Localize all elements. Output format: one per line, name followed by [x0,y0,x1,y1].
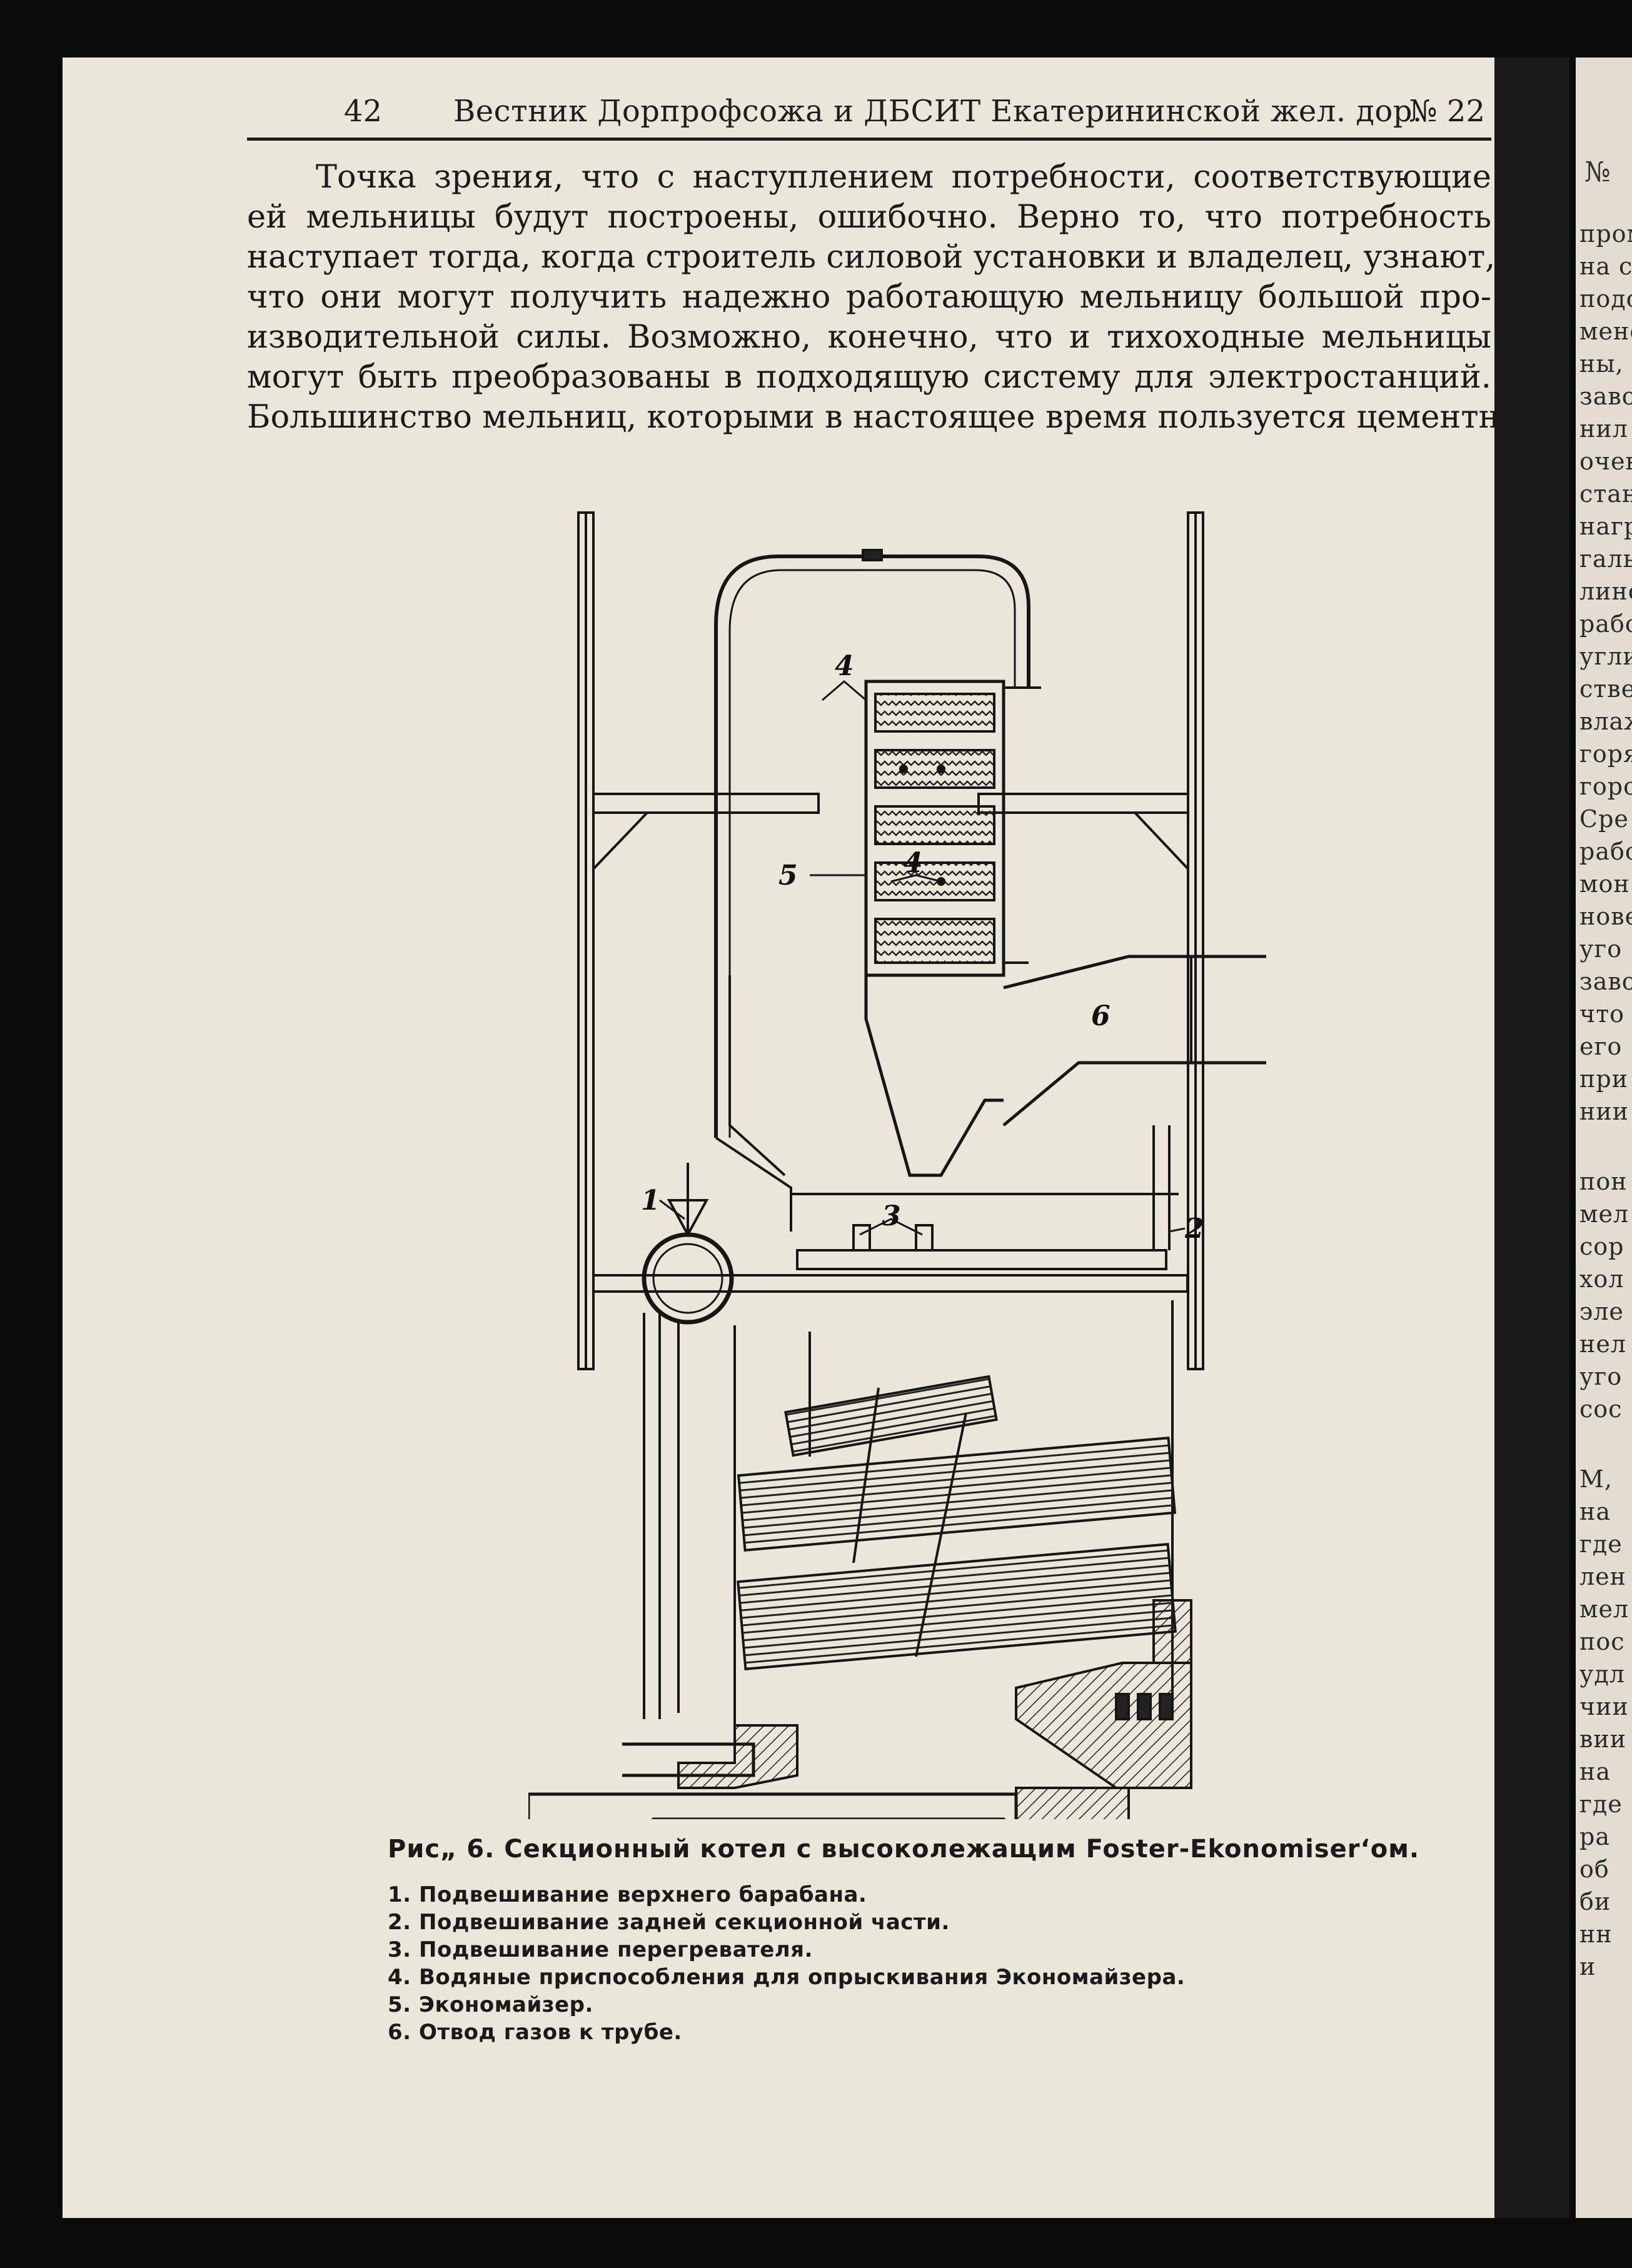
book-spine [1494,58,1569,2218]
adjacent-page-line: сос [1579,1395,1623,1423]
legend-item: 5.Экономайзер. [388,1992,593,2017]
body-paragraph: Точка зрения, что с наступлением потребн… [247,158,1539,438]
book-page [63,58,1557,2218]
adjacent-page-line: рабо [1579,838,1632,865]
text-line: изводительной силы. Возможно, конечно, ч… [247,319,1491,356]
adjacent-page-line: вии [1579,1725,1627,1753]
adjacent-page-line: рабо [1579,610,1632,638]
legend-item: 1.Подвешивание верхнего барабана. [388,1882,867,1907]
running-header: 42 Вестник Дорпрофсожа и ДБСИТ Екатерини… [247,94,1491,141]
text-line: могут быть преобразованы в подходящую си… [247,359,1491,396]
adjacent-page-line: пон [1579,1168,1628,1195]
boiler-drawing: 4 5 4 6 1 3 2 [526,500,1266,1915]
adjacent-page-line: где [1579,1790,1623,1818]
adjacent-page-line: его [1579,1033,1623,1060]
adjacent-page-line: мон [1579,870,1630,898]
adjacent-page-line: нии [1579,1098,1629,1125]
adjacent-page-line: нн [1579,1920,1613,1948]
adjacent-page-line: при [1579,1065,1628,1093]
gas-outlet-duct [1002,955,1266,1126]
adjacent-page-line: угли [1579,643,1632,670]
adjacent-page-header: № [1584,156,1611,188]
adjacent-page-line: уго [1579,935,1623,963]
adjacent-page-line: чии [1579,1693,1629,1720]
figure-label-1: 1 [641,1185,660,1217]
figure-label-4-top: 4 [835,650,854,682]
adjacent-page-line: нове [1579,903,1632,930]
adjacent-page-line: влаж [1579,708,1632,735]
figure-label-3: 3 [882,1200,901,1232]
text-line: наступает тогда, когда строитель силовой… [247,239,1496,276]
water-tubes [737,1436,1177,1552]
adjacent-page-line: на [1579,1758,1611,1785]
adjacent-page-line: би [1579,1888,1611,1915]
figure-caption: Рис„ 6. Секционный котел с высоколежащим… [388,1835,1513,2046]
adjacent-page-line: пос [1579,1628,1625,1655]
adjacent-page-line: удл [1579,1660,1625,1688]
legend-item: 4.Водяные приспособления для опрыскивани… [388,1965,1186,1990]
adjacent-page-line: стве [1579,675,1632,703]
adjacent-page-line: горя [1579,740,1632,768]
adjacent-page-line: где [1579,1530,1623,1558]
text-line: Большинство мельниц, которыми в настояще… [247,399,1539,436]
text-line: что они могут получить надежно работающу… [247,279,1491,316]
adjacent-page-line: на [1579,1498,1611,1525]
economiser [864,680,1005,977]
adjacent-page: № промна стподоменсны,завонилоченстаннаг… [1576,58,1632,2218]
adjacent-page-line: эле [1579,1298,1624,1325]
adjacent-page-line: заво [1579,383,1632,410]
adjacent-page-line: заво [1579,968,1632,995]
caption-legend: 1.Подвешивание верхнего барабана. 2.Подв… [388,1881,1513,2046]
adjacent-page-line: пром [1579,220,1632,248]
adjacent-page-line: менс [1579,318,1632,345]
adjacent-page-line: ны, [1579,350,1624,378]
brickwork [1015,1662,1192,1789]
legend-item: 2.Подвешивание задней секционной части. [388,1910,950,1935]
journal-title: Вестник Дорпрофсожа и ДБСИТ Екатерининск… [453,94,1423,129]
superheater [796,1249,1167,1270]
adjacent-page-line: хол [1579,1265,1624,1293]
adjacent-page-line: мел [1579,1200,1629,1228]
adjacent-page-line: ра [1579,1823,1610,1850]
figure-label-5: 5 [778,860,798,891]
caption-title: Рис„ 6. Секционный котел с высоколежащим… [388,1835,1420,1864]
text-line: Точка зрения, что с наступлением потребн… [316,159,1491,196]
issue-number: № 22 [1409,94,1485,129]
adjacent-page-line: сор [1579,1233,1624,1260]
uptake-duct [714,554,1030,1138]
adjacent-page-line: об [1579,1855,1609,1883]
adjacent-page-line: М, [1579,1465,1613,1493]
adjacent-page-line: нагр [1579,513,1632,540]
adjacent-page-line: уго [1579,1363,1623,1390]
text-line: ей мельницы будут построены, ошибочно. В… [247,199,1491,236]
legend-item: 6.Отвод газов к трубе. [388,2020,682,2045]
adjacent-page-line: подо [1579,285,1632,313]
adjacent-page-line: горо [1579,773,1632,800]
figure-label-6: 6 [1091,1000,1111,1032]
adjacent-page-line: нел [1579,1330,1626,1358]
adjacent-page-line: галь [1579,545,1632,573]
adjacent-page-line: что [1579,1000,1625,1028]
legend-item: 3.Подвешивание перегревателя. [388,1937,813,1962]
upper-drum [642,1232,734,1325]
chain-grate-stoker [526,1792,1018,1896]
adjacent-page-line: Сре [1579,805,1629,833]
page-number: 42 [344,94,383,129]
adjacent-page-line: лино [1579,578,1632,605]
adjacent-page-line: очен [1579,448,1632,475]
adjacent-page-line: стан [1579,480,1632,508]
adjacent-page-line: и [1579,1953,1596,1980]
adjacent-page-line: мел [1579,1595,1629,1623]
figure-label-2: 2 [1184,1213,1204,1245]
adjacent-page-line: на ст [1579,253,1632,280]
adjacent-page-line: лен [1579,1563,1626,1590]
figure-label-4-mid: 4 [904,847,923,879]
adjacent-page-line: нил [1579,415,1628,443]
